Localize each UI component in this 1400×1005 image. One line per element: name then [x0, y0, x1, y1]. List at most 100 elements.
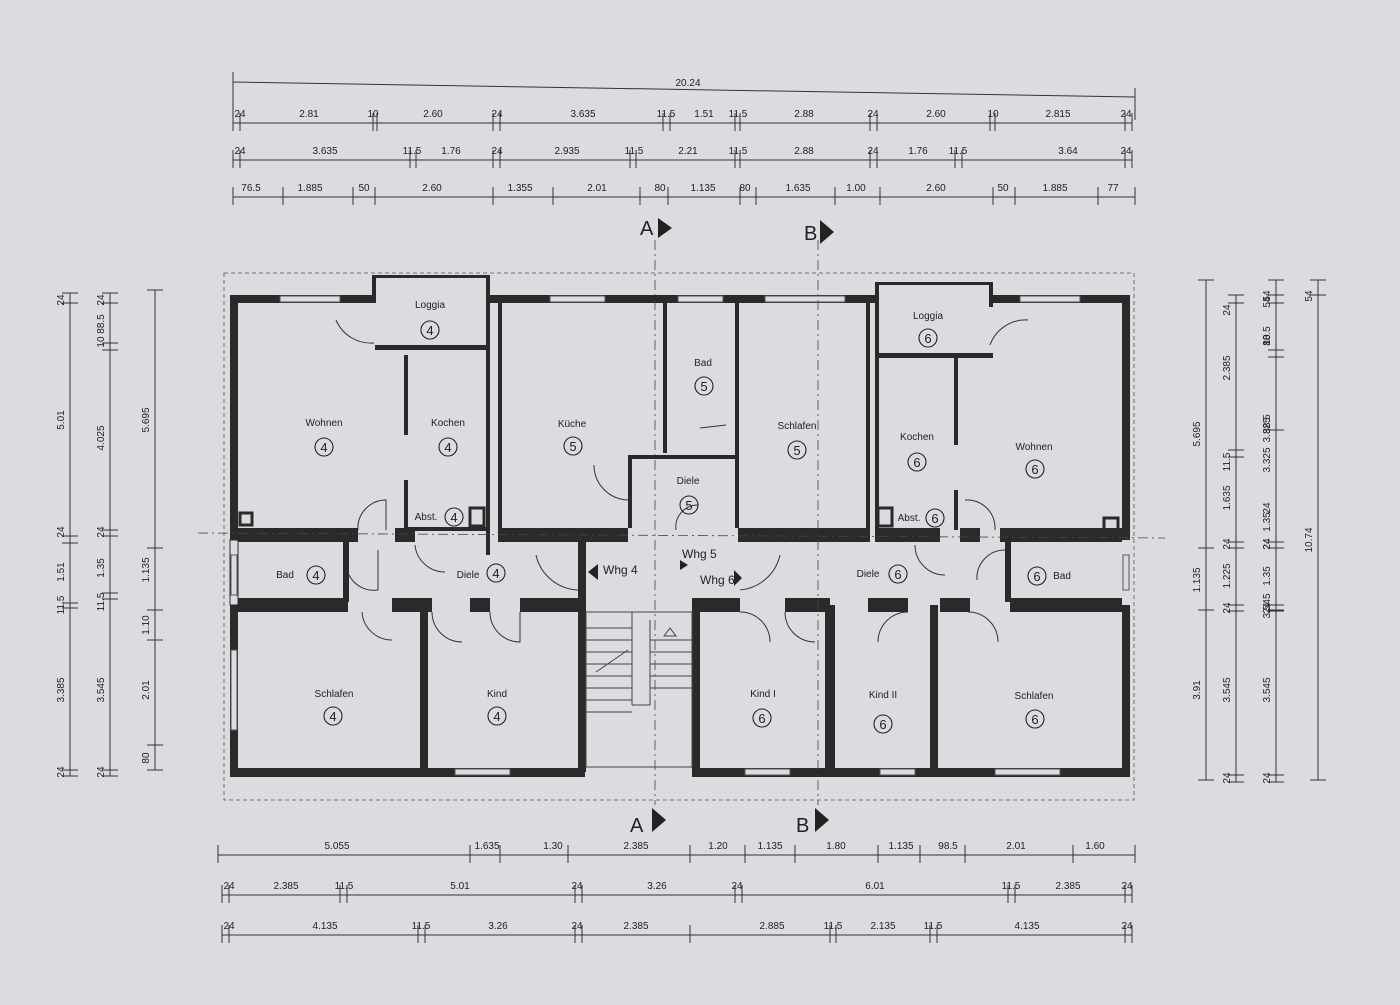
dim-label: 24 [96, 526, 107, 538]
dim-label: 1.135 [141, 557, 152, 582]
dim-label: 1.51 [694, 109, 714, 120]
dim-label: 4.135 [312, 921, 337, 932]
dim-label: 24 [56, 766, 67, 778]
room-labels: Loggia Wohnen Kochen Abst. Bad Diele Sch… [276, 300, 1071, 702]
dim-label: 1.635 [785, 183, 810, 194]
dim-label: 11.5 [949, 146, 968, 157]
room-bad-6: Bad [1053, 571, 1071, 582]
dim-label: 24 [571, 881, 583, 892]
dim-label: 1.635 [474, 841, 499, 852]
room-kind-4: Kind [487, 689, 507, 700]
dim-label: 11.5 [729, 146, 748, 157]
unit-4-loggia: 4 [426, 323, 433, 338]
dim-label: 5.01 [450, 881, 470, 892]
dim-label: 1.80 [826, 841, 846, 852]
dimension-lines [62, 72, 1326, 943]
dim-label: 88.5 [1262, 326, 1273, 346]
dim-label: 24 [1120, 146, 1132, 157]
dim-label: 3.91 [1192, 680, 1203, 700]
dim-label: 2.385 [1222, 355, 1233, 380]
section-b-bottom-arrow-icon [815, 808, 829, 832]
room-diele-5: Diele [677, 476, 700, 487]
dim-label: 24 [234, 146, 246, 157]
unit-6-kind-i: 6 [758, 711, 765, 726]
section-a-top-arrow-icon [658, 218, 672, 238]
room-loggia-6: Loggia [913, 311, 943, 322]
dim-label: 2.01 [141, 680, 152, 700]
dim-label: 1.35 [1262, 512, 1273, 532]
dim-label: 54 [1262, 296, 1273, 308]
unit-4-abst: 4 [450, 510, 457, 525]
dim-label: 77 [1107, 183, 1119, 194]
dim-label: 24 [867, 109, 879, 120]
unit-5-kueche: 5 [569, 439, 576, 454]
dim-label: 2.88 [794, 109, 814, 120]
section-b-top-label: B [804, 223, 817, 245]
room-abst-6: Abst. [898, 513, 921, 524]
dim-label: 24 [1121, 921, 1133, 932]
label-whg-6: Whg 6 [700, 573, 735, 587]
dim-label: 1.20 [708, 841, 728, 852]
dim-label: 1.35 [96, 558, 107, 578]
room-loggia-4: Loggia [415, 300, 445, 311]
dim-label: 2.01 [1006, 841, 1026, 852]
dim-label: 2.60 [422, 183, 442, 194]
unit-4-wohnen: 4 [320, 440, 327, 455]
dim-label: 11.5 [1002, 881, 1021, 892]
dim-label: 2.88 [794, 146, 814, 157]
dim-label: 1.355 [507, 183, 532, 194]
dim-label: 1.135 [1192, 567, 1203, 592]
unit-4-schlafen: 4 [329, 709, 336, 724]
dim-label: 2.385 [623, 921, 648, 932]
dim-label: 3.545 [96, 677, 107, 702]
dim-label: 24 [1222, 772, 1233, 784]
unit-5-schlafen: 5 [793, 443, 800, 458]
dim-label: 3.64 [1058, 146, 1078, 157]
dim-label: 24 [1262, 772, 1273, 784]
section-lines [197, 240, 1166, 805]
room-wohnen-4: Wohnen [305, 418, 342, 429]
dim-label: 1.135 [888, 841, 913, 852]
dim-label: 2.60 [423, 109, 443, 120]
unit-4-bad: 4 [312, 568, 319, 583]
outline-dashed [223, 272, 1135, 801]
dim-label: 1.76 [908, 146, 928, 157]
room-kochen-6: Kochen [900, 432, 934, 443]
dim-label: 4.135 [1014, 921, 1039, 932]
dim-label: 1.51 [56, 562, 67, 582]
doors [335, 319, 1029, 643]
unit-6-loggia: 6 [924, 331, 931, 346]
dim-label: 5.695 [1192, 421, 1203, 446]
whg4-arrow-icon [588, 564, 598, 580]
room-wohnen-6: Wohnen [1015, 442, 1052, 453]
dim-label: 10.74 [1304, 527, 1315, 552]
dim-label: 11.5 [729, 109, 748, 120]
room-bad-4: Bad [276, 570, 294, 581]
room-kind-ii-6: Kind II [869, 690, 897, 701]
dim-label: 24 [867, 146, 879, 157]
dim-label: 10 [96, 336, 107, 348]
dim-label: 1.30 [543, 841, 563, 852]
room-bad-5: Bad [694, 358, 712, 369]
dim-label: 3.635 [312, 146, 337, 157]
dim-label: 88.5 [96, 314, 107, 334]
unit-4-diele: 4 [492, 566, 499, 581]
room-schlafen-6: Schlafen [1015, 691, 1054, 702]
stairwell [585, 611, 693, 768]
unit-6-diele: 6 [894, 567, 901, 582]
unit-6-wohnen: 6 [1031, 462, 1038, 477]
room-schlafen-4: Schlafen [315, 689, 354, 700]
unit-6-kind-ii: 6 [879, 717, 886, 732]
dim-label: 24 [1262, 602, 1273, 614]
dim-label: 80 [739, 183, 751, 194]
section-b-top-arrow-icon [820, 220, 834, 244]
unit-numbers: 4 4 4 4 4 4 4 4 5 5 5 5 6 6 6 6 6 6 6 6 … [312, 323, 1040, 732]
room-kochen-4: Kochen [431, 418, 465, 429]
dim-label: 5.695 [141, 407, 152, 432]
dim-label: 11.5 [56, 595, 67, 614]
section-b-bottom-label: B [796, 815, 809, 837]
dim-label: 1.885 [1042, 183, 1067, 194]
room-schlafen-5: Schlafen [778, 421, 817, 432]
